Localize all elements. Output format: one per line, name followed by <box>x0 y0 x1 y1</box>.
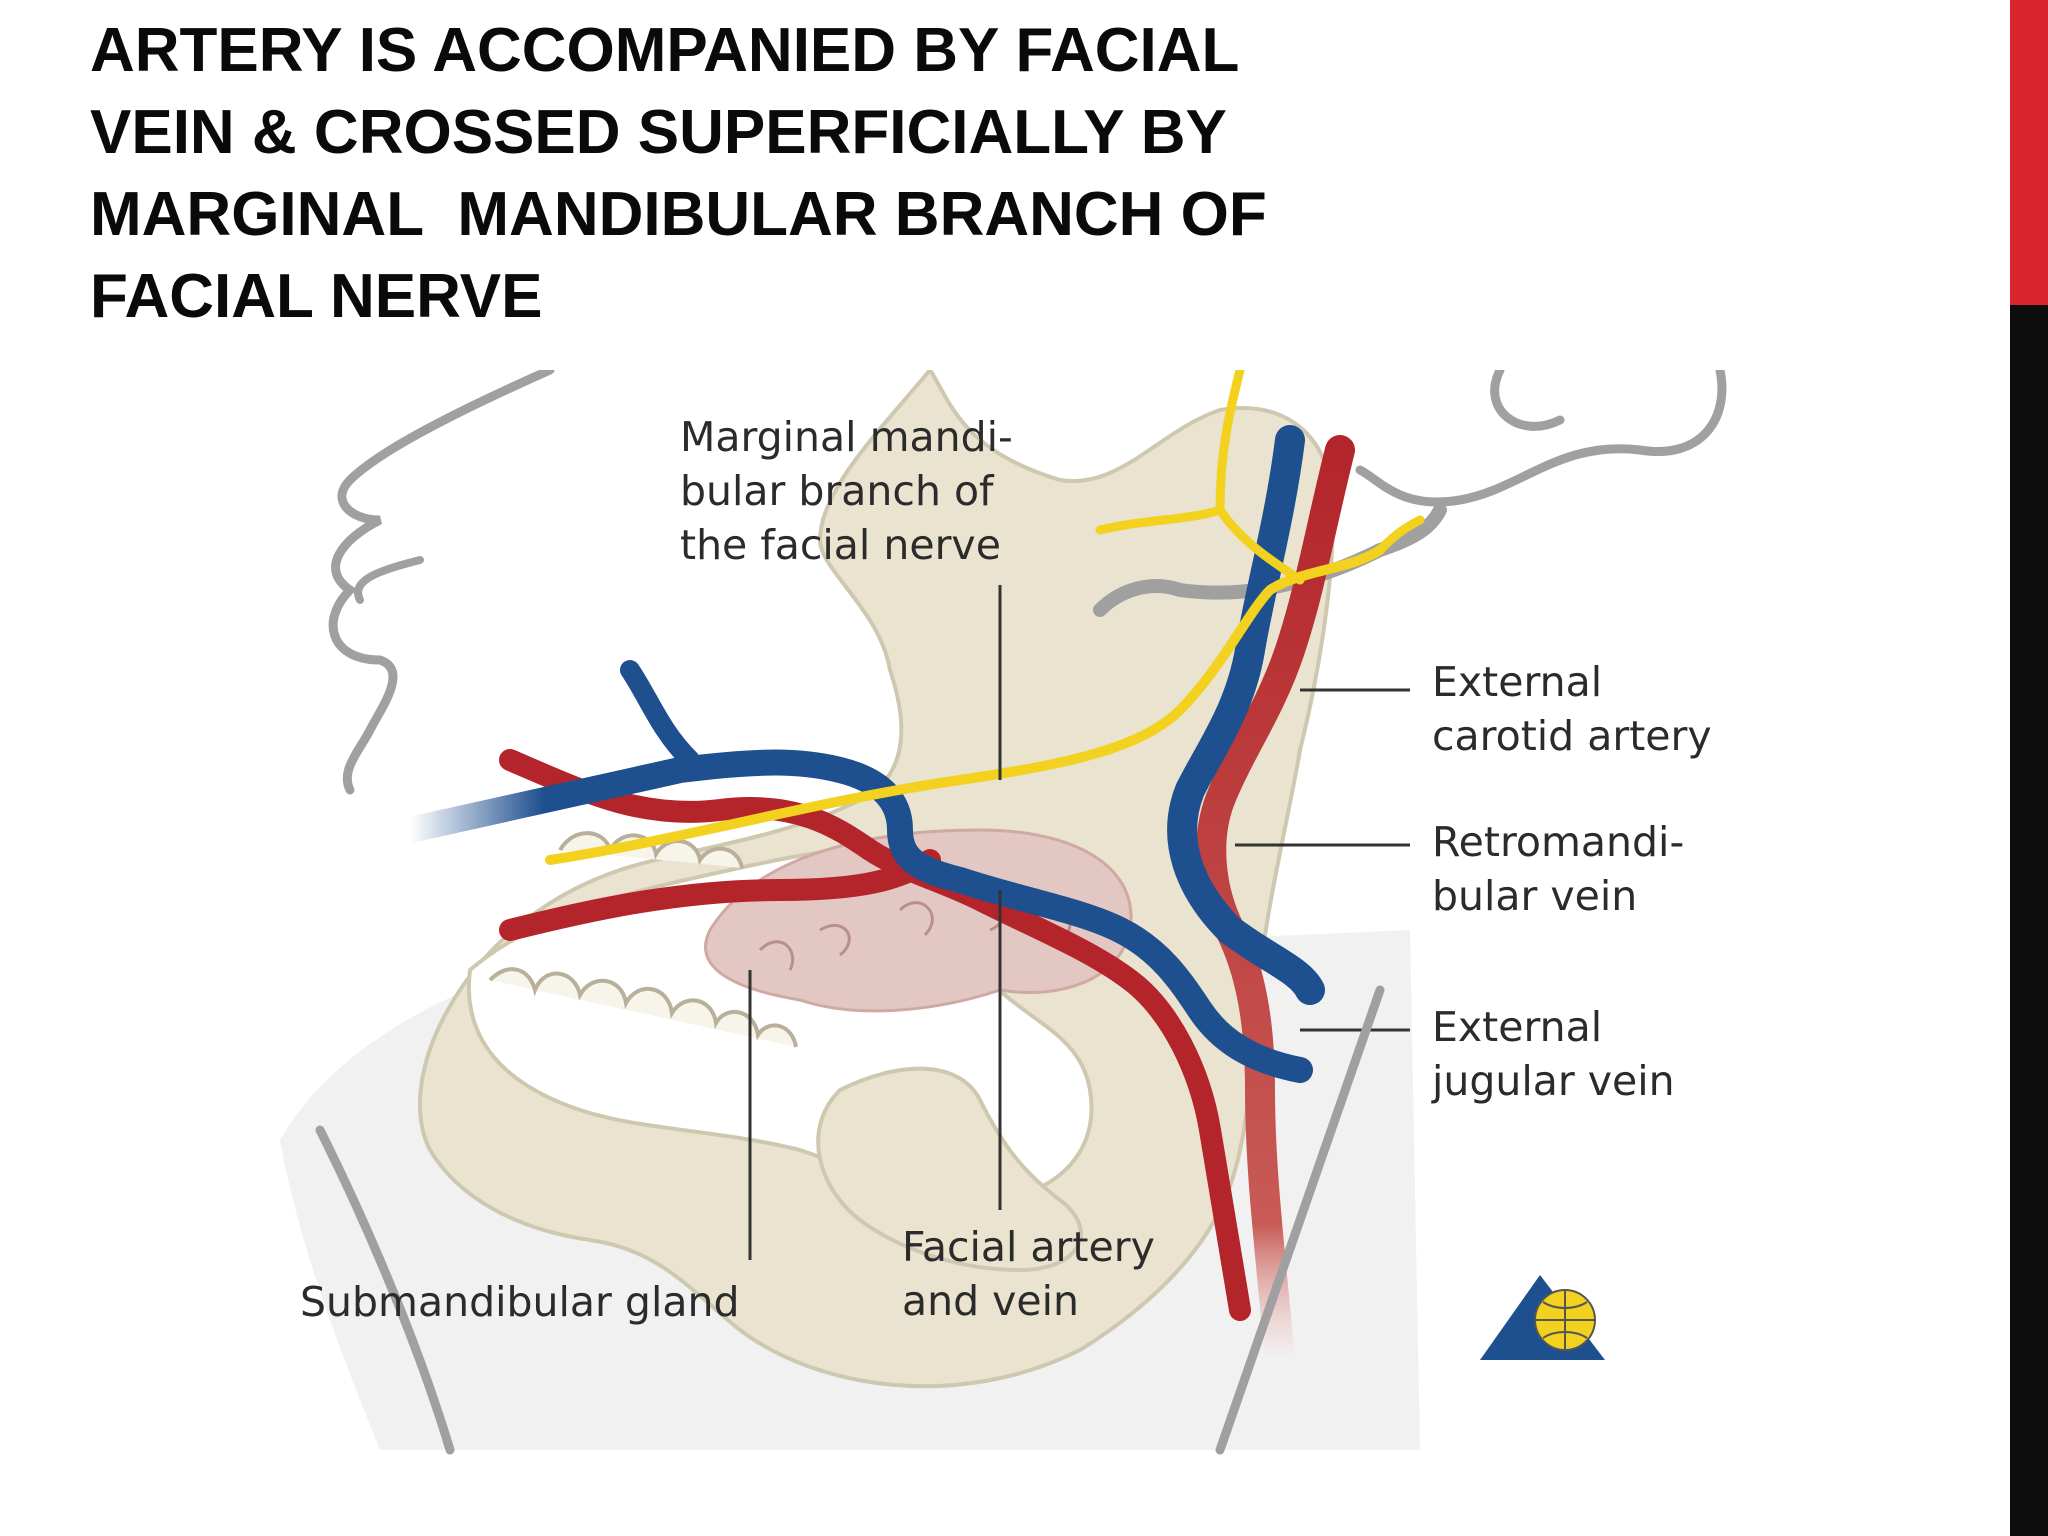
anatomy-illustration <box>280 370 1727 1455</box>
anatomy-figure: Marginal mandi- bular branch of the faci… <box>260 370 1760 1460</box>
lower-teeth <box>488 967 798 1048</box>
gland-lobules <box>758 896 1072 971</box>
external-carotid-artery <box>1196 435 1355 1375</box>
facial-vein <box>397 749 1313 1083</box>
upper-teeth <box>558 831 744 869</box>
marginal-mandibular-nerve <box>545 545 1385 865</box>
slide-title: ARTERY IS ACCOMPANIED BY FACIAL VEIN & C… <box>90 10 1540 338</box>
label-marginal-mandibular-branch: Marginal mandi- bular branch of the faci… <box>680 413 1013 569</box>
label-facial-artery-and-vein: Facial artery and vein <box>902 1223 1155 1325</box>
label-external-jugular-vein: External jugular vein <box>1432 1003 1675 1105</box>
lip-outline <box>354 556 424 604</box>
facial-vein-tributary <box>620 660 700 770</box>
accent-bar-red <box>2010 0 2048 305</box>
title-line-3: MARGINAL MANDIBULAR BRANCH OF <box>90 180 1267 249</box>
accent-bar-black <box>2010 305 2048 1536</box>
hyoid-bone <box>816 1066 1083 1273</box>
label-external-carotid-artery: External carotid artery <box>1432 658 1712 760</box>
face-outline <box>328 370 555 795</box>
globe-triangle-icon <box>1480 1275 1605 1360</box>
retromandibular-vein <box>1167 425 1325 1005</box>
label-retromandibular-vein: Retromandi- bular vein <box>1432 818 1685 920</box>
facial-nerve-branches <box>1095 370 1425 585</box>
chin-contour <box>315 1125 455 1455</box>
title-line-4: FACIAL NERVE <box>90 262 543 331</box>
title-line-2: VEIN & CROSSED SUPERFICIALLY BY <box>90 98 1227 167</box>
title-line-1: ARTERY IS ACCOMPANIED BY FACIAL <box>90 16 1240 85</box>
label-submandibular-gland: Submandibular gland <box>300 1278 740 1326</box>
facial-artery <box>499 749 1251 1321</box>
ear-outline <box>1355 370 1727 507</box>
neck-contour <box>1215 985 1385 1455</box>
